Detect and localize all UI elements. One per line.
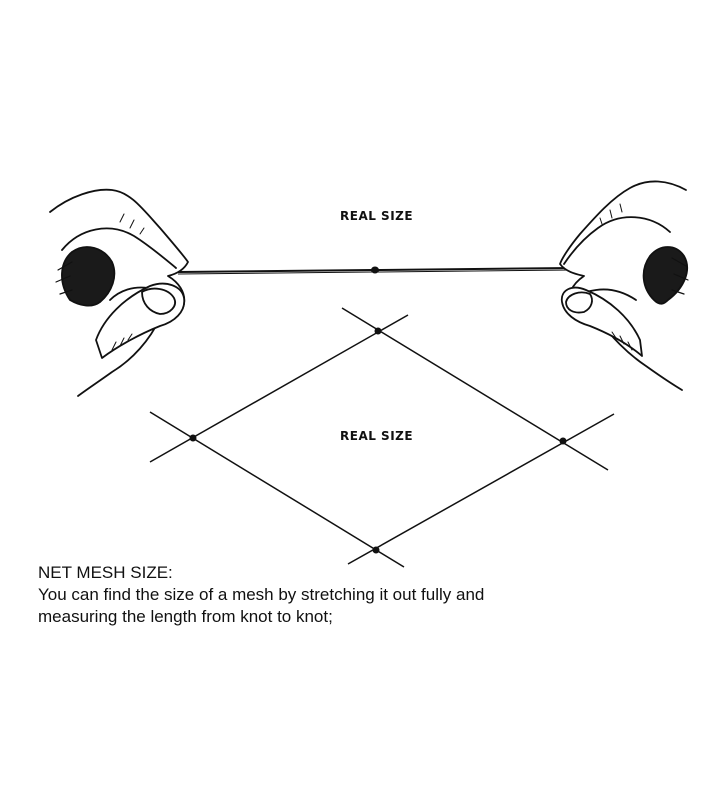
thread-knot: [371, 266, 379, 274]
caption-heading: NET MESH SIZE:: [38, 563, 173, 582]
right-hand-drawing: [559, 180, 689, 391]
left-hand-drawing: [49, 188, 189, 397]
stretched-mesh-thread: [177, 267, 573, 275]
mesh-knot-top: [374, 327, 382, 335]
real-size-label-stretched: REAL SIZE: [340, 209, 414, 223]
mesh-knot-right: [559, 437, 567, 445]
mesh-knots: [189, 327, 567, 554]
caption: NET MESH SIZE: You can find the size of …: [38, 562, 698, 628]
caption-line-1: You can find the size of a mesh by stret…: [38, 585, 485, 604]
caption-line-2: measuring the length from knot to knot;: [38, 607, 333, 626]
mesh-knot-left: [189, 434, 197, 442]
mesh-knot-bottom: [372, 546, 380, 554]
real-size-label-mesh: REAL SIZE: [340, 429, 414, 443]
